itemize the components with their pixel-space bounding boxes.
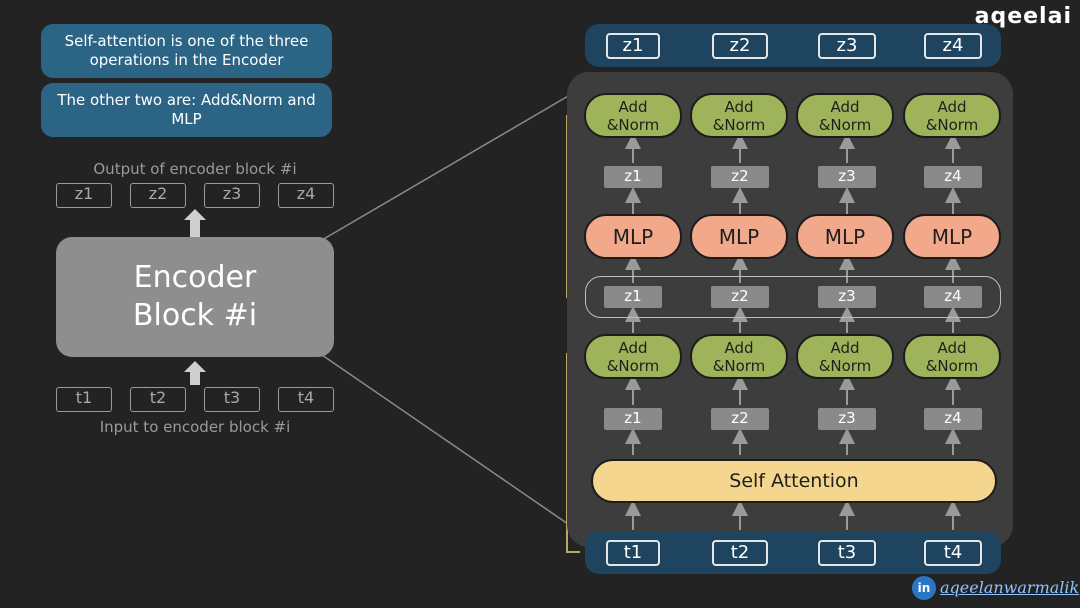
z4-post-mlp: z4 (924, 166, 982, 188)
add-norm-upper-2: Add&Norm (690, 93, 788, 138)
left-input-t1: t1 (56, 387, 112, 412)
linkedin-handle-link[interactable]: aqeelanwarmalik (940, 578, 1080, 597)
z1-post-attention: z1 (604, 408, 662, 430)
brand-logo: aqeelai (974, 4, 1072, 29)
right-input-t4: t4 (924, 540, 982, 566)
add-norm-lower-4: Add&Norm (903, 334, 1001, 379)
input-label: Input to encoder block #i (99, 418, 291, 436)
left-output-z1: z1 (56, 183, 112, 208)
left-input-t3: t3 (204, 387, 260, 412)
left-output-z4: z4 (278, 183, 334, 208)
self-attention-block: Self Attention (591, 459, 997, 503)
output-bar (585, 24, 1001, 67)
right-input-t3: t3 (818, 540, 876, 566)
right-input-t2: t2 (712, 540, 768, 566)
encoder-title-line1: Encoder (133, 260, 257, 295)
note-self-attention-text: Self-attention is one of the three opera… (64, 32, 309, 69)
add-norm-upper-1: Add&Norm (584, 93, 682, 138)
right-output-z2: z2 (712, 33, 768, 59)
add-norm-upper-4: Add&Norm (903, 93, 1001, 138)
add-norm-lower-1: Add&Norm (584, 334, 682, 379)
mlp-1: MLP (584, 214, 682, 259)
add-norm-lower-3: Add&Norm (796, 334, 894, 379)
z1-mid: z1 (604, 286, 662, 308)
z4-mid: z4 (924, 286, 982, 308)
note-other-operations-text: The other two are: Add&Norm and MLP (57, 91, 316, 128)
z2-post-attention: z2 (711, 408, 769, 430)
add-norm-upper-3: Add&Norm (796, 93, 894, 138)
z3-mid: z3 (818, 286, 876, 308)
zoom-line-bottom (321, 354, 588, 538)
left-output-z3: z3 (204, 183, 260, 208)
right-output-z3: z3 (818, 33, 876, 59)
z1-post-mlp: z1 (604, 166, 662, 188)
z3-post-attention: z3 (818, 408, 876, 430)
left-input-t2: t2 (130, 387, 186, 412)
residual-band (585, 276, 1001, 318)
encoder-up-arrow-bottom (184, 361, 206, 385)
right-input-t1: t1 (606, 540, 660, 566)
note-other-operations: The other two are: Add&Norm and MLP (41, 83, 332, 137)
output-label: Output of encoder block #i (93, 160, 297, 178)
note-self-attention: Self-attention is one of the three opera… (41, 24, 332, 78)
encoder-title-line2: Block #i (132, 298, 258, 333)
encoder-block: Encoder Block #i (56, 237, 334, 357)
z4-post-attention: z4 (924, 408, 982, 430)
add-norm-lower-2: Add&Norm (690, 334, 788, 379)
left-input-t4: t4 (278, 387, 334, 412)
right-output-z4: z4 (924, 33, 982, 59)
z3-post-mlp: z3 (818, 166, 876, 188)
right-output-z1: z1 (606, 33, 660, 59)
left-output-z2: z2 (130, 183, 186, 208)
z2-post-mlp: z2 (711, 166, 769, 188)
mlp-4: MLP (903, 214, 1001, 259)
linkedin-icon[interactable]: in (912, 576, 936, 600)
encoder-up-arrow-top (184, 209, 206, 237)
mlp-3: MLP (796, 214, 894, 259)
zoom-line-top (321, 84, 588, 241)
mlp-2: MLP (690, 214, 788, 259)
input-bar (585, 531, 1001, 574)
z2-mid: z2 (711, 286, 769, 308)
self-attention-label: Self Attention (729, 470, 859, 492)
